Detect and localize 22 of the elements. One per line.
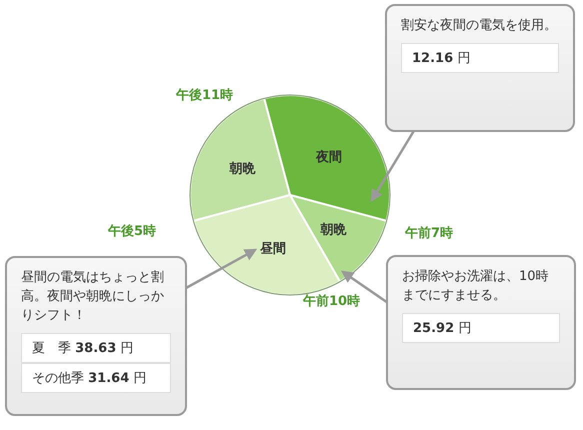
slice-label: 朝晩 [229,162,256,176]
callout-text: 昼間の電気はちょっと割高。夜間や朝晩にしっかりシフト！ [21,269,165,325]
price-value: 25.92 円 [402,313,560,343]
time-label: 午前10時 [303,293,360,310]
slice-label: 夜間 [316,150,342,166]
slice-label: 昼間 [260,241,286,256]
callout-pointer [340,270,388,304]
price-value: 12.16 円 [401,43,559,73]
speech-bubble [385,4,575,132]
price-value: その他季 31.64 円 [21,363,171,393]
slice-label: 朝晩 [320,222,347,238]
callout-text: お掃除やお洗濯は、10時までにすませる。 [402,268,550,305]
time-label: 午前7時 [405,225,454,242]
price-value: 夏 季 38.63 円 [21,333,171,363]
callout-pointer [185,248,258,290]
pie-slice [263,94,391,222]
time-label: 午後11時 [176,87,234,104]
callout-pointer [370,130,415,202]
speech-bubble [5,256,187,416]
speech-bubble [386,255,576,390]
callout-text: 割安な夜間の電気を使用。 [401,17,558,35]
time-label: 午後5時 [108,223,156,240]
